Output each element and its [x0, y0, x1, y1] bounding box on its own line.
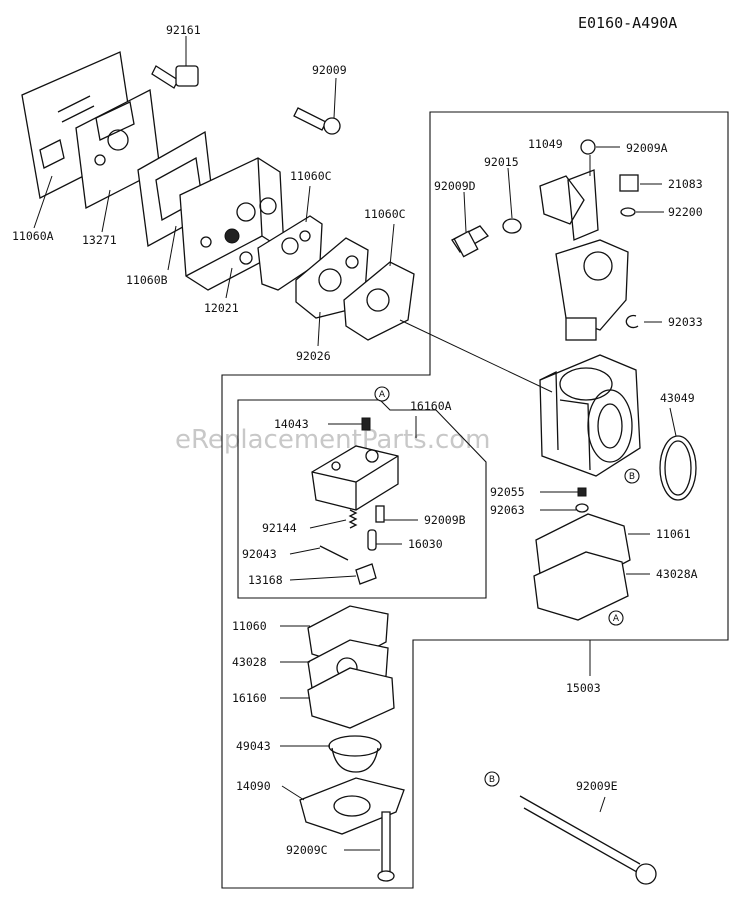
label-15003: 15003 — [566, 681, 601, 695]
part-labels: 92161 92009 11060A 13271 11060B 12021 11… — [12, 23, 703, 857]
connector-line — [399, 319, 553, 393]
lever-13168 — [355, 563, 377, 585]
label-92063: 92063 — [490, 503, 525, 517]
label-13168: 13168 — [248, 573, 283, 587]
label-14043: 14043 — [274, 417, 309, 431]
label-12021: 12021 — [204, 301, 239, 315]
label-11060: 11060 — [232, 619, 267, 633]
screw-92009 — [293, 107, 341, 135]
screw-92009C — [381, 811, 391, 873]
screw-92009C-head — [377, 870, 395, 882]
label-92009C: 92009C — [286, 843, 328, 857]
label-43028A: 43028A — [656, 567, 698, 581]
metering-body-16160A — [311, 445, 399, 511]
label-11060C-lower: 11060C — [364, 207, 406, 221]
label-92055: 92055 — [490, 485, 525, 499]
label-11060C-upper: 11060C — [290, 169, 332, 183]
screw-92009B — [375, 505, 385, 523]
screw-92009E-head — [635, 863, 657, 885]
ref-marker-a-bottom: A — [608, 610, 624, 626]
throttle-assembly-11049 — [539, 169, 629, 341]
leader-lines — [33, 36, 677, 851]
label-92144: 92144 — [262, 521, 297, 535]
fitting-21083 — [619, 174, 639, 192]
carburetor-body — [539, 354, 641, 477]
subassembly-frame-16160A — [237, 399, 487, 599]
label-92043: 92043 — [242, 547, 277, 561]
label-92009E: 92009E — [576, 779, 618, 793]
spring-92144 — [348, 509, 358, 529]
cover-14090-opening — [333, 795, 371, 817]
screen-92055 — [577, 487, 587, 497]
gasket-43049 — [659, 435, 697, 501]
spring-92043 — [319, 545, 349, 561]
label-43028: 43028 — [232, 655, 267, 669]
label-16160A: 16160A — [410, 399, 452, 413]
svg-text:B: B — [629, 472, 635, 482]
label-43049: 43049 — [660, 391, 695, 405]
label-92009A: 92009A — [626, 141, 668, 155]
label-11061: 11061 — [656, 527, 691, 541]
bolt-92161 — [151, 65, 199, 89]
screw-92009A — [580, 139, 596, 155]
assembly-frame-15003 — [221, 111, 729, 889]
label-16160: 16160 — [232, 691, 267, 705]
needle-14043 — [361, 417, 371, 431]
label-92009: 92009 — [312, 63, 347, 77]
label-11060A: 11060A — [12, 229, 54, 243]
screw-92009D-head — [453, 230, 479, 258]
nut-92015 — [502, 218, 522, 234]
pin-16030 — [367, 529, 377, 551]
label-92033: 92033 — [668, 315, 703, 329]
ref-marker-b-body: B — [624, 468, 640, 484]
svg-text:A: A — [613, 614, 620, 624]
diaphragm-43028A — [533, 551, 629, 621]
label-14090: 14090 — [236, 779, 271, 793]
screw-92009E — [519, 795, 645, 877]
ref-marker-a-top: A — [374, 386, 390, 402]
washer-92200 — [620, 207, 636, 217]
label-11060B: 11060B — [126, 273, 168, 287]
watermark: eReplacementParts.com — [175, 425, 491, 455]
svg-text:A: A — [379, 390, 386, 400]
cover-14090 — [299, 777, 405, 835]
label-92015: 92015 — [484, 155, 519, 169]
washer-92063 — [575, 503, 589, 513]
pump-body-16160 — [307, 667, 395, 729]
label-13271: 13271 — [82, 233, 117, 247]
ref-marker-b-screw: B — [484, 771, 500, 787]
label-92026: 92026 — [296, 349, 331, 363]
label-11049: 11049 — [528, 137, 563, 151]
label-92200: 92200 — [668, 205, 703, 219]
label-16030: 16030 — [408, 537, 443, 551]
primer-bulb-49043 — [328, 735, 382, 773]
diagram-code: E0160-A490A — [578, 14, 677, 32]
label-92009B: 92009B — [424, 513, 466, 527]
label-92161: 92161 — [166, 23, 201, 37]
clip-92033 — [625, 314, 639, 329]
label-49043: 49043 — [236, 739, 271, 753]
svg-text:B: B — [489, 775, 495, 785]
gasket-43049-inner — [664, 440, 692, 496]
label-92009D: 92009D — [434, 179, 476, 193]
label-21083: 21083 — [668, 177, 703, 191]
